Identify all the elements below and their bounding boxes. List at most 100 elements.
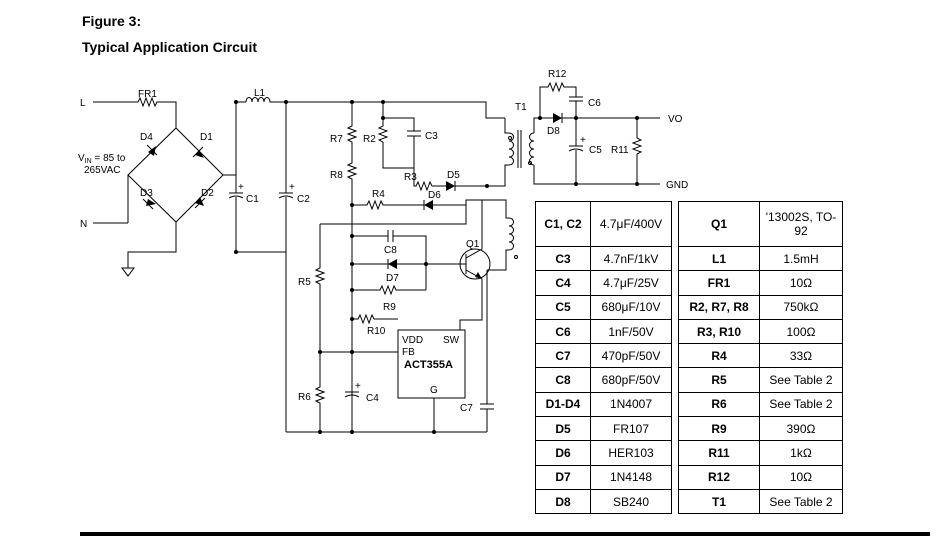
d6-diode [424,200,433,210]
output-section: R12 C6 D8 + C5 R11 VO GND [538,69,688,191]
r7-r8-resistors [346,102,358,205]
component-ref: R3, R10 [678,318,760,345]
r10-resistor [352,313,398,325]
component-value: 750kΩ [759,294,843,320]
r10-label: R10 [367,326,386,337]
r11-label: R11 [611,145,629,156]
d8-diode [553,113,562,123]
d4-label: D4 [140,132,153,143]
component-ref: L1 [678,245,760,272]
d5-label: D5 [447,170,460,181]
component-ref: D1-D4 [535,391,591,418]
table-gap [671,440,679,466]
component-value: 4.7μF/25V [590,270,672,296]
ic-g-pin: G [430,385,438,396]
component-value: See Table 2 [759,488,843,515]
table-gap [671,367,679,393]
component-value: 390Ω [759,416,843,442]
r11-resistor [631,118,643,184]
d8-label: D8 [547,126,560,137]
table-gap [671,489,679,514]
c4-polarity: + [355,381,361,392]
c6-label: C6 [588,98,601,109]
component-ref: C1, C2 [535,201,591,247]
component-ref: D6 [535,440,591,466]
d7-diode [388,259,397,269]
vo-label: VO [668,114,683,125]
c8-label: C8 [384,245,397,256]
r7-label: R7 [330,134,343,145]
component-value: 1kΩ [759,440,843,466]
ic-fb-pin: FB [402,347,415,358]
r4-resistor [352,199,424,211]
component-value: FR107 [590,416,672,442]
r5-label: R5 [298,277,311,288]
c4-capacitor [344,352,360,398]
component-ref: R12 [678,464,760,490]
component-ref: C6 [535,318,591,345]
component-ref: C4 [535,270,591,296]
table-gap [671,201,679,247]
component-value: 4.7nF/1kV [590,245,672,272]
bridge-positive-out [223,101,246,176]
figure-title: Typical Application Circuit [82,39,258,55]
component-ref: C5 [535,294,591,320]
d1-label: D1 [200,132,213,143]
d3-label: D3 [140,188,153,199]
aux-top-wire [320,205,467,225]
c1-label: C1 [246,194,259,205]
bridge-negative-out [127,222,177,268]
gnd-label: GND [666,180,688,191]
component-value: 1N4148 [590,464,672,490]
component-ref: R9 [678,416,760,442]
q1-label: Q1 [466,239,480,250]
l1-label: L1 [254,88,266,99]
component-value: See Table 2 [759,367,843,393]
r2-label: R2 [363,134,376,145]
table-gap [671,465,679,490]
table-gap [671,343,679,368]
component-ref: R4 [678,343,760,369]
r9-label: R9 [383,302,396,313]
ic-vdd-pin: VDD [402,335,423,346]
component-ref: D8 [535,488,591,515]
c7-label: C7 [460,403,473,414]
ic-part-name: ACT355A [404,359,453,371]
c5-capacitor [568,118,584,184]
component-ref: D7 [535,464,591,490]
component-value: HER103 [590,440,672,466]
input-section: L N VIN = 85 to 265VAC FR1 D4 D1 D3 D2 [78,89,246,277]
component-value: 100Ω [759,318,843,345]
c2-label: C2 [297,194,310,205]
transformer-t1: T1 [475,102,660,271]
r4-label: R4 [372,189,385,200]
table-gap [671,416,679,441]
r2-resistor [377,102,414,169]
component-value: 33Ω [759,343,843,369]
t1-label: T1 [515,102,527,113]
component-value: 680μF/10V [590,294,672,320]
component-ref: C8 [535,367,591,393]
component-ref: D5 [535,416,591,442]
hv-rail [352,101,505,119]
component-value: 1.5mH [759,245,843,272]
c1-capacitor [228,102,286,253]
r9-resistor [352,284,426,296]
ground-symbol [121,267,135,277]
vin-range-label: 265VAC [84,165,121,176]
fr1-resistor [93,96,177,128]
component-value: 10Ω [759,270,843,296]
c2-capacitor [278,102,294,432]
r12-label: R12 [548,69,567,80]
table-gap [671,295,679,320]
table-gap [671,392,679,417]
line-terminal-label: L [80,98,86,109]
